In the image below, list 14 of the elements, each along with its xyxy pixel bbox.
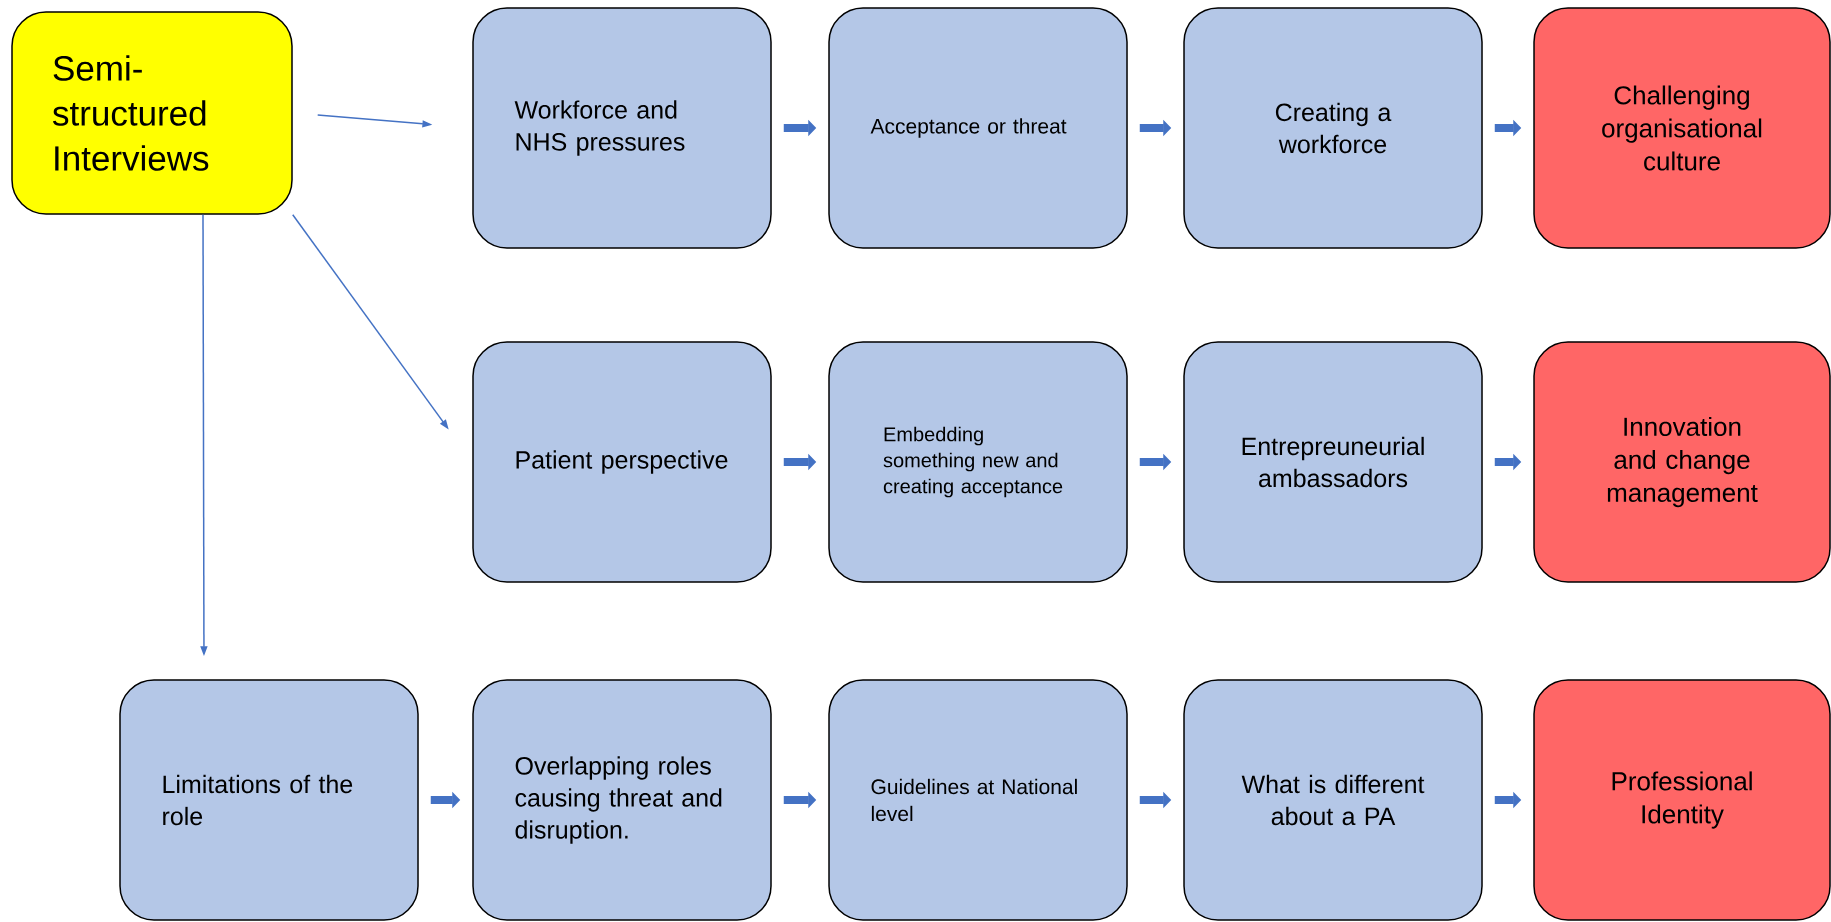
outcome-box: Innovation and change management xyxy=(1533,341,1831,583)
theme-box: Guidelines at National level xyxy=(828,679,1128,921)
theme-box: Entrepreuneurial ambassadors xyxy=(1183,341,1483,583)
outcome-box: Challenging organisational culture xyxy=(1533,7,1831,249)
theme-box: Overlapping roles causing threat and disruption. xyxy=(472,679,772,921)
theme-box: What is different about a PA xyxy=(1183,679,1483,921)
theme-box: Acceptance or threat xyxy=(828,7,1128,249)
theme-box: Embedding something new and creating acceptance xyxy=(828,341,1128,583)
theme-box: Patient perspective xyxy=(472,341,772,583)
theme-box: Workforce and NHS pressures xyxy=(472,7,772,249)
outcome-box: Professional Identity xyxy=(1533,679,1831,921)
theme-box: Creating a workforce xyxy=(1183,7,1483,249)
start-box: Semi-structured Interviews xyxy=(11,11,293,215)
theme-box: Limitations of the role xyxy=(119,679,419,921)
